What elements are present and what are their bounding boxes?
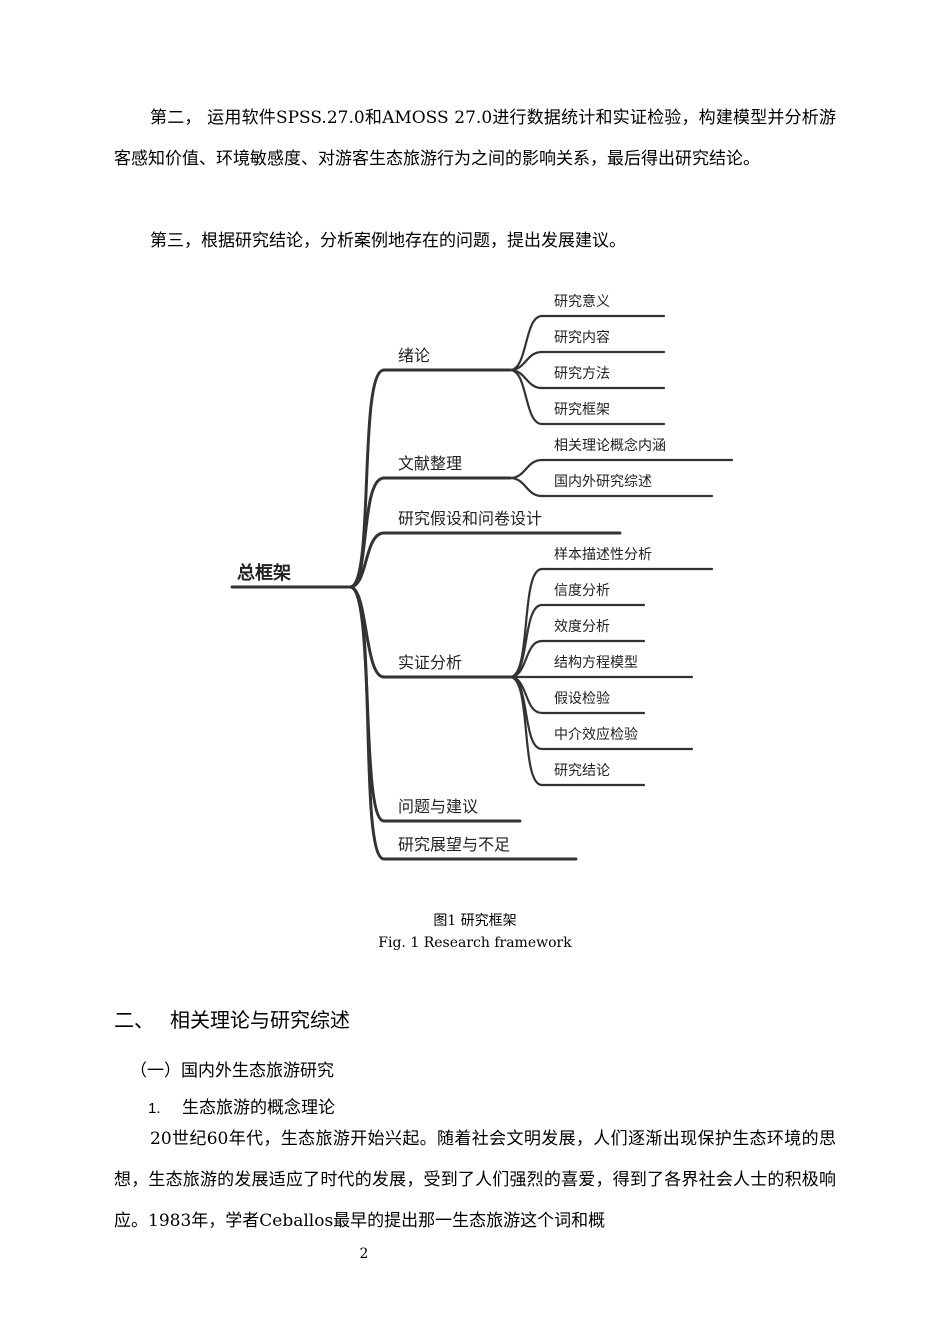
branch-label-intro: 绪论 [398,346,430,365]
leaf-label: 研究方法 [554,366,610,382]
edge-b3-c6 [508,675,544,787]
section-number: 二、 [114,1008,154,1032]
section-heading: 二、相关理论与研究综述 [114,1004,350,1033]
paragraph-method: 第二， 运用软件SPSS.27.0和AMOSS 27.0进行数据统计和实证检验，… [114,108,836,169]
subsubsection-heading: 1. 生态旅游的概念理论 [148,1093,335,1118]
paragraph-suggestion: 第三，根据研究结论，分析案例地存在的问题，提出发展建议。 [150,231,626,251]
branch-label-outlook: 研究展望与不足 [398,835,510,854]
edge-root-b5 [348,585,386,861]
leaf-label: 研究意义 [554,293,610,310]
edge-b1-c1 [508,476,544,498]
subsection-heading: （一）国内外生态旅游研究 [130,1061,334,1081]
leaf-label: 国内外研究综述 [554,474,652,490]
branch-label-empirical: 实证分析 [398,653,462,672]
leaf-label: 研究框架 [554,402,610,418]
leaf-label: 效度分析 [554,619,610,635]
edge-b1-c0 [508,458,544,480]
branch-label-literature: 文献整理 [398,454,462,473]
branch-label-problems: 问题与建议 [398,797,478,816]
section-title: 相关理论与研究综述 [170,1008,350,1032]
leaf-label: 假设检验 [554,691,610,707]
leaf-label: 中介效应检验 [554,726,638,743]
leaf-label: 相关理论概念内涵 [554,437,666,454]
page-number: 2 [359,1246,369,1262]
leaf-label: 研究结论 [554,763,610,779]
mindmap-root: 总框架 [237,562,291,584]
leaf-label: 样本描述性分析 [554,547,652,563]
branch-label-hypothesis: 研究假设和问卷设计 [398,509,542,528]
edge-b0-c3 [508,368,544,426]
paragraph-ecotourism: 20世纪60年代，生态旅游开始兴起。随着社会文明发展，人们逐渐出现保护生态环境的… [114,1129,836,1231]
subsubsection-number: 1. [148,1100,161,1117]
edge-root-b2 [348,531,386,589]
subsubsection-title: 生态旅游的概念理论 [182,1098,335,1118]
leaf-label: 研究内容 [554,329,610,346]
figure-caption-cn: 图1 研究框架 [433,913,517,929]
figure-caption-en: Fig. 1 Research framework [378,935,572,951]
leaf-label: 结构方程模型 [554,655,638,671]
leaf-label: 信度分析 [554,583,610,599]
